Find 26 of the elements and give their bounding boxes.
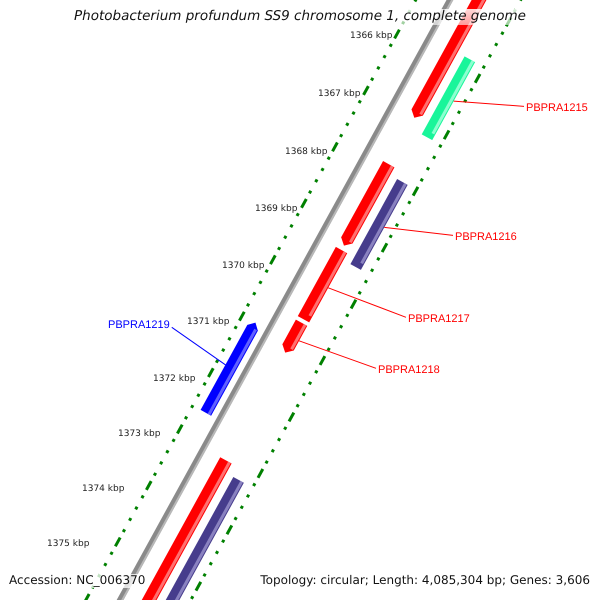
gene-label: PBPRA1215 (526, 102, 588, 115)
footer-text: Accession: NC_006370 (9, 574, 146, 588)
scale-label: 1368 kbp (285, 147, 328, 158)
scale-label: 1374 kbp (82, 484, 124, 494)
scale-label: 1367 kbp (318, 89, 360, 100)
leader-line (171, 326, 226, 366)
footer-text: Topology: circular; Length: 4,085,304 bp; Genes: 3,606 (260, 574, 590, 588)
scale-label: 1366 kbp (350, 31, 392, 42)
gene-label: PBPRA1218 (378, 364, 440, 377)
leader-line (298, 340, 376, 369)
gene-label: PBPRA1219 (108, 319, 170, 332)
scale-label: 1373 kbp (118, 429, 160, 440)
gene-label: PBPRA1216 (455, 231, 517, 244)
scale-label: 1375 kbp (47, 539, 90, 550)
scale-label: 1369 kbp (255, 204, 298, 214)
leader-line (384, 226, 454, 236)
scale-label: 1371 kbp (187, 317, 230, 328)
scale-label: 1370 kbp (222, 261, 264, 272)
gene-feature (422, 56, 476, 140)
gene-feature (350, 179, 408, 270)
gene-label: PBPRA1217 (408, 313, 470, 326)
leader-line (328, 287, 406, 318)
gene-feature (282, 320, 308, 353)
leader-line (453, 100, 524, 107)
gene-feature (298, 246, 348, 322)
scale-label: 1372 kbp (153, 374, 196, 384)
